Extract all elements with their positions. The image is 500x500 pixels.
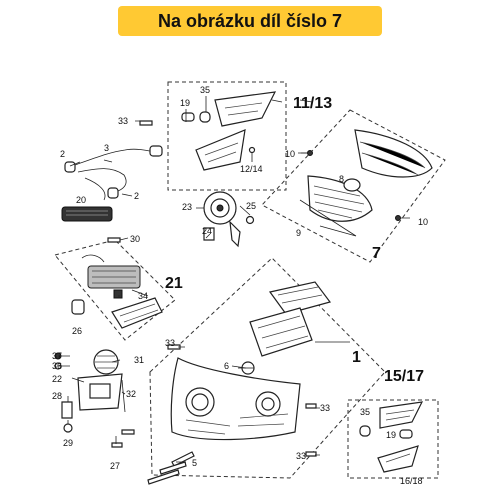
group-label-21: 21 [165, 275, 183, 292]
horn-23 [203, 191, 241, 248]
callout-20: 20 [76, 195, 86, 205]
callout-33c: 33 [320, 403, 330, 413]
group-label-1: 1 [352, 349, 361, 366]
callout-23: 23 [182, 202, 192, 212]
callout-28: 28 [52, 391, 62, 401]
callout-6: 6 [224, 361, 229, 371]
callout-35b: 35 [360, 407, 370, 417]
callout-33b: 33 [165, 338, 175, 348]
callout-30: 30 [130, 234, 140, 244]
callout-25: 25 [246, 201, 256, 211]
license-plate-bracket [54, 349, 126, 433]
group-box-11-13 [167, 81, 287, 191]
callout-3: 3 [104, 143, 109, 153]
callout-37: 37 [52, 351, 62, 361]
callout-35a: 35 [200, 85, 210, 95]
callout-26: 26 [72, 326, 82, 336]
wiring-harness [64, 145, 163, 201]
callout-33a: 33 [118, 116, 128, 126]
callout-22: 22 [52, 374, 62, 384]
callout-2a: 2 [60, 149, 65, 159]
banner-text: Na obrázku díl číslo 7 [157, 10, 343, 31]
callout-16-18: 16/18 [400, 476, 423, 486]
fasteners [107, 120, 317, 457]
grommet-26 [71, 299, 85, 315]
callout-32: 32 [126, 389, 136, 399]
group-box-21 [54, 239, 176, 341]
group-box-1 [149, 257, 386, 479]
indicator-assembly-11-13 [181, 91, 277, 171]
callout-27: 27 [110, 461, 120, 471]
callout-34: 34 [138, 291, 148, 301]
group-label-7: 7 [372, 245, 381, 262]
callout-24: 24 [202, 226, 212, 236]
callout-19a: 19 [180, 98, 190, 108]
callout-10a: 10 [285, 149, 295, 159]
callout-29: 29 [63, 438, 73, 448]
indicator-assembly-15-17 [359, 401, 424, 473]
headlight-housing-1 [147, 281, 332, 485]
callout-12-14a: 12/14 [240, 164, 263, 174]
group-box-7 [261, 109, 446, 263]
reflector-strip-20 [61, 206, 113, 222]
callout-33d: 33 [296, 451, 306, 461]
group-label-15-17: 15/17 [384, 368, 424, 385]
callout-31: 31 [134, 355, 144, 365]
callout-9: 9 [296, 228, 301, 238]
callout-2b: 2 [134, 191, 139, 201]
callout-5: 5 [192, 458, 197, 468]
group-label-11-13: 11/13 [293, 95, 332, 112]
tail-light-21 [81, 254, 163, 329]
callout-8: 8 [339, 174, 344, 184]
title-banner: Na obrázku díl číslo 7 [118, 6, 382, 36]
callout-19b: 19 [386, 430, 396, 440]
headlight-lens-7 [298, 129, 433, 237]
group-box-15-17 [347, 399, 439, 479]
callout-10b: 10 [418, 217, 428, 227]
callout-36: 36 [52, 361, 62, 371]
